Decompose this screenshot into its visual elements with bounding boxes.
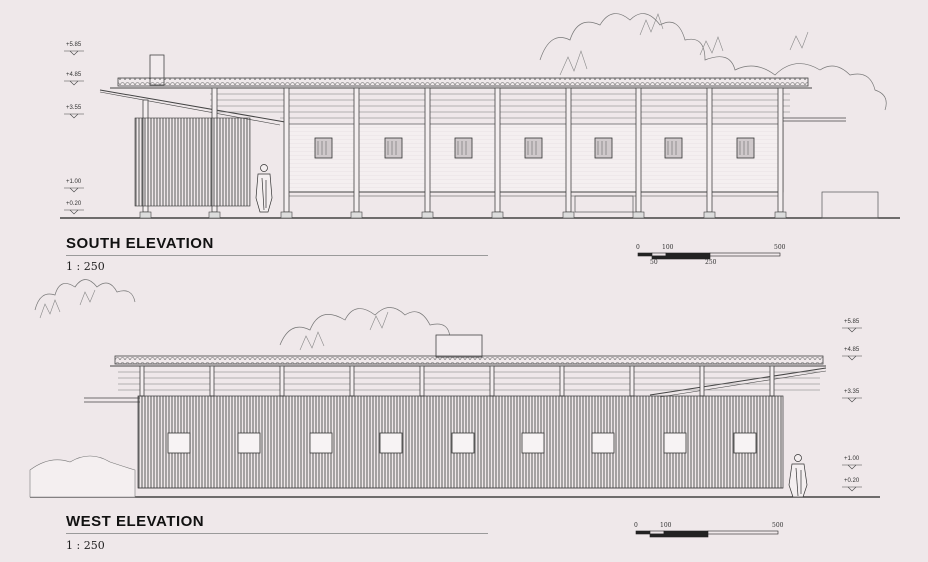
- west-scalebar-label: 500: [772, 522, 784, 529]
- south-scale-label: 1 : 250: [66, 260, 105, 273]
- west-level-markers: [842, 327, 862, 492]
- south-tree-outline: [539, 13, 887, 111]
- west-level-label: +4.85: [844, 347, 860, 353]
- south-scalebar-label: 500: [774, 244, 786, 251]
- south-scalebar-label: 0: [636, 244, 640, 251]
- west-windows: [167, 432, 757, 454]
- south-human-figure: [255, 164, 273, 213]
- west-level-label: +0.20: [844, 478, 860, 484]
- south-scalebar-label: 100: [662, 244, 674, 251]
- south-level-label: +5.85: [66, 42, 82, 48]
- west-elevation-drawing: [29, 279, 880, 538]
- south-title-rule: [66, 255, 488, 256]
- west-elevation-title: WEST ELEVATION: [66, 513, 205, 530]
- west-level-label: +3.35: [844, 389, 860, 395]
- west-level-label: +1.00: [844, 456, 860, 462]
- south-level-label: +0.20: [66, 201, 82, 207]
- south-scalebar-label: 50: [650, 259, 658, 266]
- west-terrain: [29, 455, 136, 498]
- south-roof: [117, 77, 809, 87]
- west-chimney: [435, 334, 483, 358]
- south-level-markers: [64, 50, 84, 215]
- south-level-label: +4.85: [66, 72, 82, 78]
- south-scalebar-label: 250: [705, 259, 717, 266]
- south-windows: [314, 137, 755, 159]
- south-level-label: +3.55: [66, 105, 82, 111]
- south-bamboo-screen: [134, 117, 251, 207]
- west-scalebar-label: 0: [634, 522, 638, 529]
- west-tree-outline-mid: [279, 307, 451, 346]
- west-tree-outline-left: [34, 279, 136, 311]
- west-scalebar-label: 100: [660, 522, 672, 529]
- west-roof: [114, 355, 824, 365]
- south-elevation-title: SOUTH ELEVATION: [66, 235, 214, 252]
- south-outbuilding: [821, 191, 879, 219]
- west-human-figure: [788, 454, 808, 498]
- west-scale-bar: [635, 530, 779, 538]
- south-scale-bar: [637, 252, 781, 260]
- west-level-label: +5.85: [844, 319, 860, 325]
- west-title-rule: [66, 533, 488, 534]
- south-elevation-drawing: [60, 13, 900, 260]
- west-scale-label: 1 : 250: [66, 539, 105, 552]
- south-level-label: +1.00: [66, 179, 82, 185]
